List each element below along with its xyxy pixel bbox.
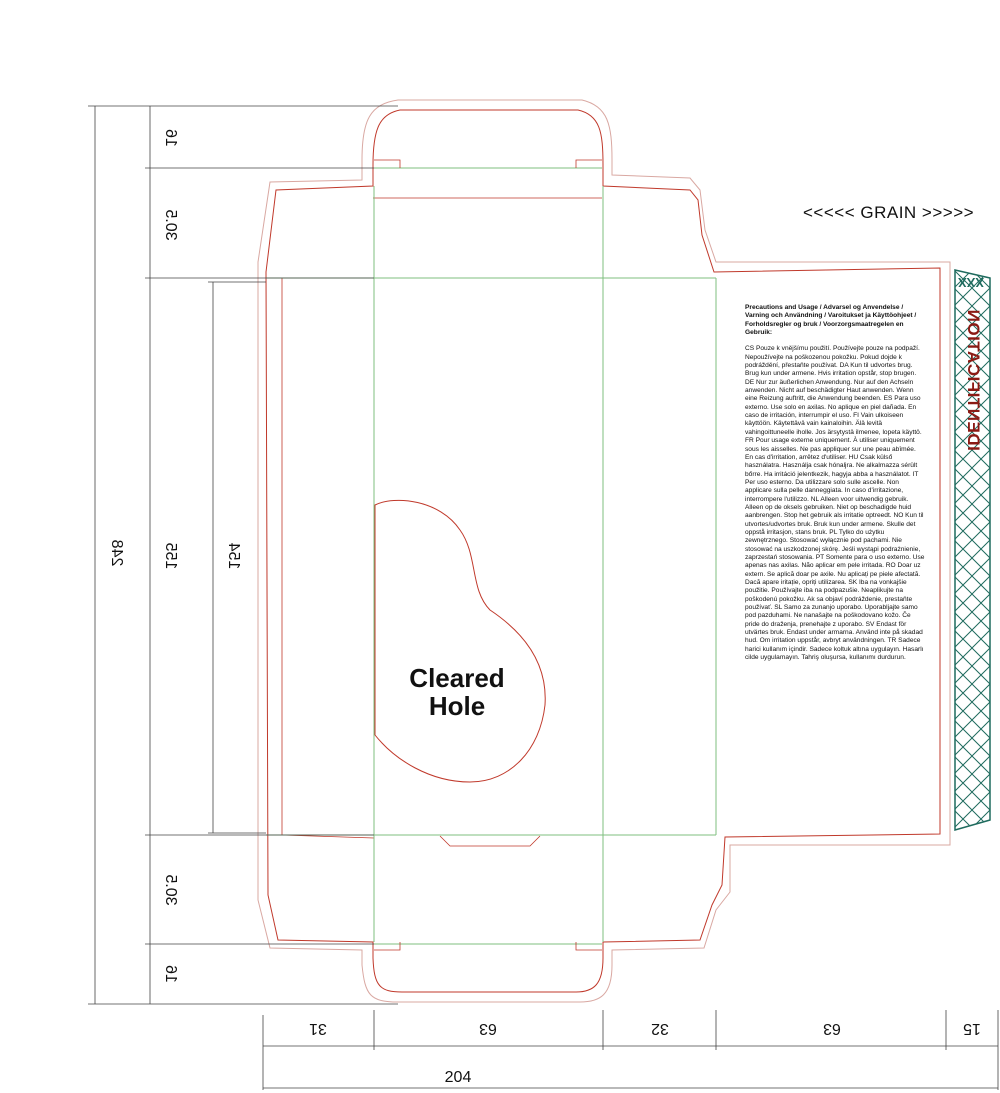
cleared-hole-label: Cleared Hole [370, 664, 544, 720]
identification-code: XXX [958, 275, 985, 290]
dim-body-height: 155 [162, 543, 179, 570]
dim-overall-width: 204 [445, 1069, 472, 1086]
dim-top-panel: 30.5 [162, 209, 179, 240]
precautions-heading: Precautions and Usage / Advarsel og Anve… [745, 304, 917, 337]
identification-band [954, 269, 991, 831]
cut-line [265, 109, 941, 993]
cleared-hole-line2: Hole [428, 691, 486, 721]
dimension-lines [88, 105, 999, 1090]
fold-outline [281, 197, 602, 839]
dim-inner-height: 154 [225, 543, 242, 570]
precautions-text-block: Precautions and Usage / Advarsel og Anve… [745, 304, 925, 662]
tuck-slots [374, 159, 602, 951]
identification-label: IDENTIFICATION [964, 309, 983, 451]
grain-direction-label: <<<<< GRAIN >>>>> [803, 203, 975, 222]
dim-overall-height: 248 [108, 540, 125, 567]
dim-width-63-a: 63 [479, 1020, 497, 1037]
outer-border [257, 99, 951, 1003]
dimension-labels: 248 16 30.5 155 154 30.5 16 31 63 32 63 … [108, 129, 981, 1086]
fold-lines [266, 167, 717, 945]
cleared-hole-line1: Cleared [409, 663, 505, 693]
cleared-hole-shape [374, 499, 546, 783]
dim-width-32: 32 [651, 1020, 669, 1037]
dim-bottom-panel: 30.5 [162, 874, 179, 905]
dim-width-31: 31 [309, 1020, 327, 1037]
dim-width-63-b: 63 [823, 1020, 841, 1037]
dim-top-flap: 16 [162, 129, 179, 147]
dim-bottom-flap: 16 [162, 965, 179, 983]
identification-label-wrap: IDENTIFICATION [963, 300, 983, 460]
dim-width-15: 15 [963, 1020, 981, 1037]
precautions-body: CS Pouze k vnějšímu použití. Používejte … [745, 345, 925, 662]
